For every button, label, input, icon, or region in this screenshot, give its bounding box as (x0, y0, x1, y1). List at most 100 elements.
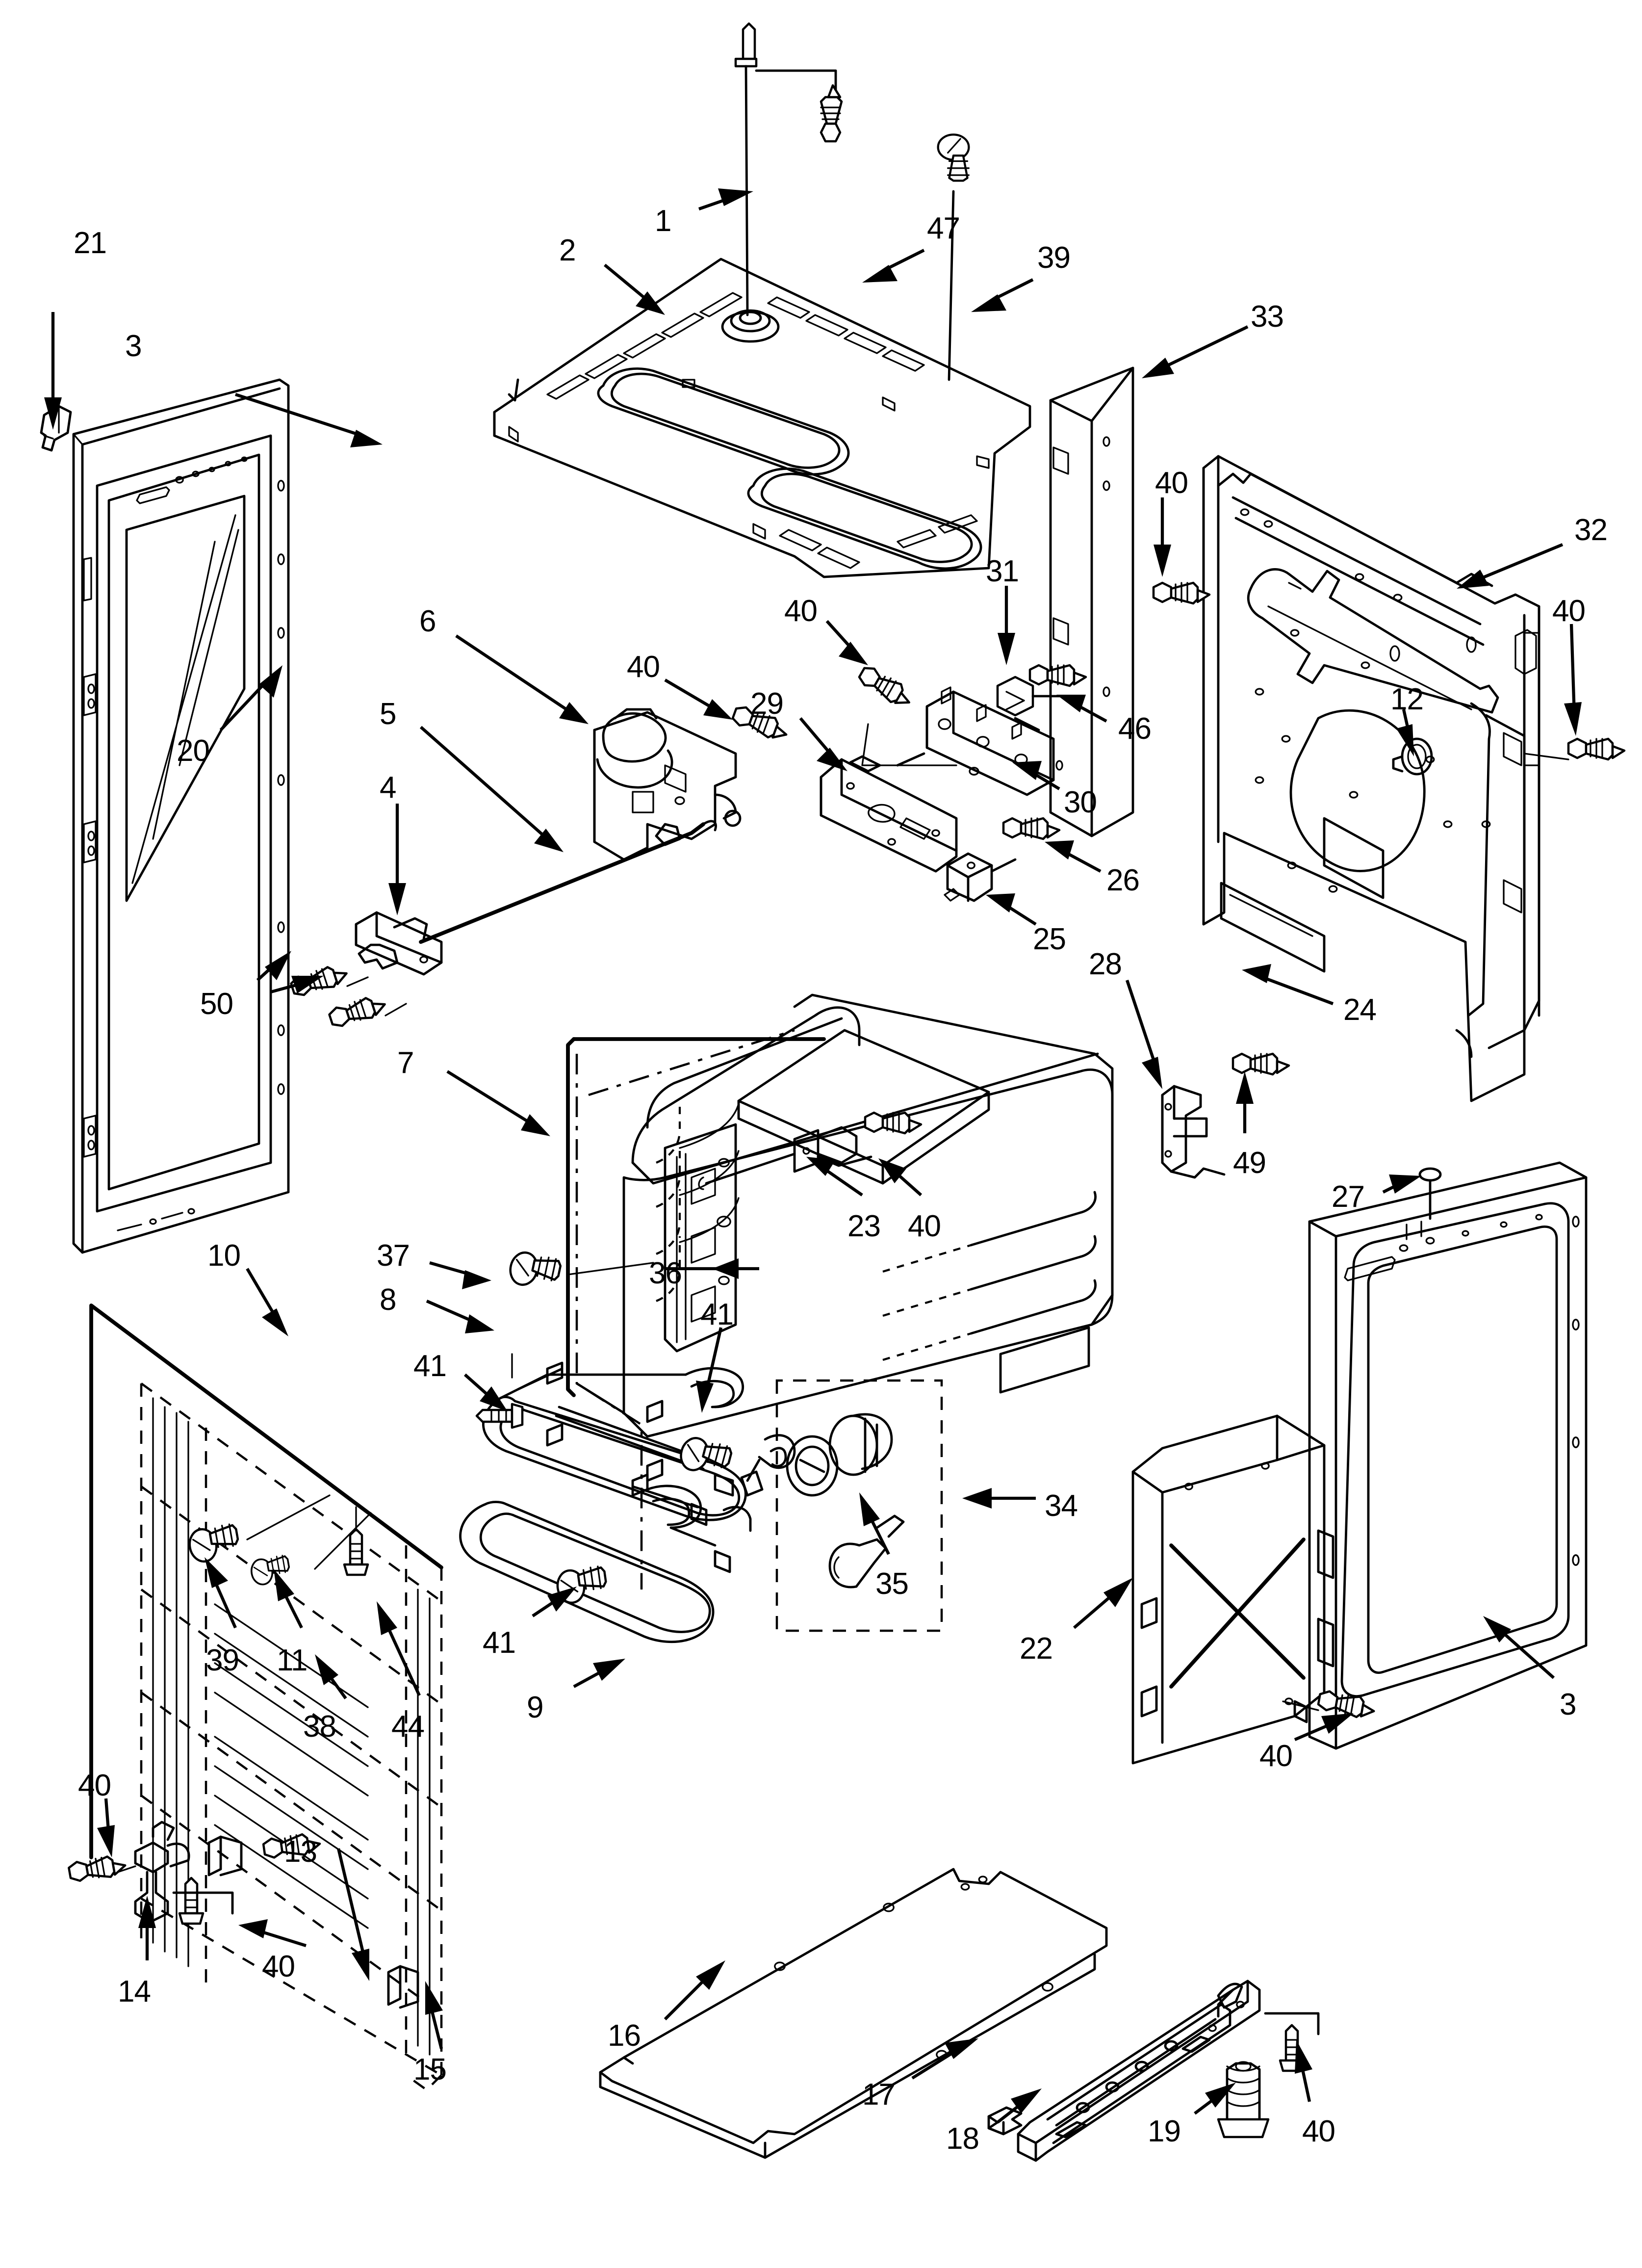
part-10-insulation-wrap (89, 1303, 443, 2091)
callout-36[interactable]: 36 (649, 1256, 682, 1290)
callout-32[interactable]: 32 (1574, 513, 1608, 547)
callout-37[interactable]: 37 (377, 1239, 410, 1273)
part-16-bottom-panel (599, 1868, 1108, 2159)
part-40-screw-rear-right (1523, 739, 1624, 759)
callout-40-g[interactable]: 40 (262, 1950, 295, 1983)
callout-9[interactable]: 9 (527, 1691, 543, 1724)
callout-26[interactable]: 26 (1106, 863, 1140, 897)
callout-29[interactable]: 29 (750, 687, 784, 721)
part-41-screw-bake-b (477, 1353, 522, 1428)
callout-8[interactable]: 8 (380, 1283, 396, 1317)
callout-46[interactable]: 46 (1118, 712, 1152, 746)
part-18-drawer-slide-rail (1017, 1980, 1261, 2162)
callout-11[interactable]: 11 (277, 1643, 308, 1677)
part-40-screw-sensor (865, 1113, 921, 1133)
callout-1[interactable]: 1 (655, 204, 671, 238)
callout-3-left[interactable]: 3 (125, 329, 142, 363)
leader-lines (44, 188, 1582, 2124)
part-4-latch-bracket (355, 911, 443, 976)
callout-41-c[interactable]: 41 (483, 1626, 516, 1660)
callout-50[interactable]: 50 (200, 987, 233, 1021)
part-44-screw (344, 1506, 368, 1575)
part-21-door-clip (40, 405, 72, 452)
callout-27[interactable]: 27 (1332, 1180, 1365, 1214)
part-5-door-latch-rod (419, 820, 717, 944)
part-31-nut (996, 676, 1070, 717)
part-13-clip-right (387, 1965, 419, 2009)
callout-10[interactable]: 10 (207, 1239, 241, 1273)
part-34-oven-light-assembly (775, 1379, 943, 1632)
callout-5[interactable]: 5 (380, 697, 396, 731)
callout-41-a[interactable]: 41 (700, 1298, 734, 1331)
part-47-screw (755, 69, 842, 141)
part-28-ground-bracket (1161, 1085, 1226, 1179)
part-3-oven-door-right (1308, 1161, 1588, 1750)
callout-40-b[interactable]: 40 (1552, 594, 1586, 628)
callout-40-e[interactable]: 40 (908, 1209, 941, 1243)
callout-30[interactable]: 30 (1064, 785, 1097, 819)
part-2-cooktop-main-top (493, 258, 1031, 578)
part-49-screw (1233, 1054, 1289, 1074)
callout-15[interactable]: 15 (413, 2053, 447, 2086)
callout-3-right[interactable]: 3 (1560, 1688, 1576, 1721)
callout-41-b[interactable]: 41 (413, 1349, 447, 1383)
callout-35[interactable]: 35 (875, 1567, 909, 1601)
callout-22[interactable]: 22 (1020, 1632, 1053, 1666)
part-39-screw-top (938, 134, 969, 381)
callout-33[interactable]: 33 (1251, 300, 1284, 334)
part-40-screw-rear-left (1154, 583, 1209, 603)
callout-40-f[interactable]: 40 (78, 1769, 111, 1802)
callout-49[interactable]: 49 (1233, 1146, 1266, 1180)
part-50-screws (290, 962, 407, 1030)
part-40-screw-foot (1264, 2012, 1320, 2071)
callout-40-d[interactable]: 40 (627, 650, 660, 684)
callout-13[interactable]: 13 (284, 1835, 317, 1869)
callout-38[interactable]: 38 (303, 1710, 336, 1744)
callout-25[interactable]: 25 (1033, 922, 1066, 956)
callout-44[interactable]: 44 (391, 1710, 425, 1744)
callout-12[interactable]: 12 (1390, 682, 1424, 716)
callout-20[interactable]: 20 (177, 734, 210, 768)
callout-4[interactable]: 4 (380, 771, 396, 805)
callout-14[interactable]: 14 (118, 1975, 151, 2008)
callout-40-i[interactable]: 40 (1302, 2114, 1335, 2148)
part-34-dashed-boundary (775, 1379, 943, 1632)
callout-7[interactable]: 7 (397, 1046, 414, 1080)
part-41-screw-bake-a (677, 1435, 733, 1479)
callout-2[interactable]: 2 (559, 234, 576, 267)
part-19-leveling-foot (1217, 2061, 1270, 2138)
callout-39-ins[interactable]: 39 (206, 1643, 239, 1677)
callout-34[interactable]: 34 (1045, 1489, 1078, 1523)
callout-28[interactable]: 28 (1089, 947, 1122, 981)
callout-18[interactable]: 18 (946, 2122, 979, 2156)
callout-47[interactable]: 47 (927, 211, 960, 245)
callout-16[interactable]: 16 (608, 2019, 641, 2053)
part-40-screw-leg (172, 1878, 234, 1924)
part-3-oven-door-left (72, 378, 290, 1254)
part-36-hinge-receiver (664, 1123, 737, 1353)
callout-21[interactable]: 21 (74, 226, 107, 260)
callout-40-a[interactable]: 40 (1155, 466, 1188, 500)
callout-39-top[interactable]: 39 (1037, 241, 1071, 275)
part-40-screw-shield (1282, 1690, 1376, 1720)
callout-40-c[interactable]: 40 (784, 594, 818, 628)
callout-19[interactable]: 19 (1148, 2114, 1181, 2148)
part-11-stud (249, 1512, 372, 1587)
part-6-oven-door-lock-motor (593, 708, 742, 861)
callout-6[interactable]: 6 (419, 604, 436, 638)
callout-24[interactable]: 24 (1343, 993, 1377, 1027)
part-1-cooktop-pin (734, 22, 758, 316)
part-7-oven-cavity-liner (566, 993, 1114, 1590)
part-40-screw-left-low (68, 1854, 136, 1884)
part-26-screw (1003, 818, 1059, 839)
callout-31[interactable]: 31 (986, 554, 1019, 588)
callout-23[interactable]: 23 (847, 1209, 881, 1243)
part-40-screw-above-29 (856, 664, 957, 766)
callout-17[interactable]: 17 (862, 2078, 896, 2112)
part-25-clip-bracket (944, 852, 1017, 902)
part-33-side-panel-bracket (1049, 366, 1134, 837)
part-17-clip (987, 2106, 1023, 2136)
callout-40-h[interactable]: 40 (1259, 1739, 1293, 1773)
